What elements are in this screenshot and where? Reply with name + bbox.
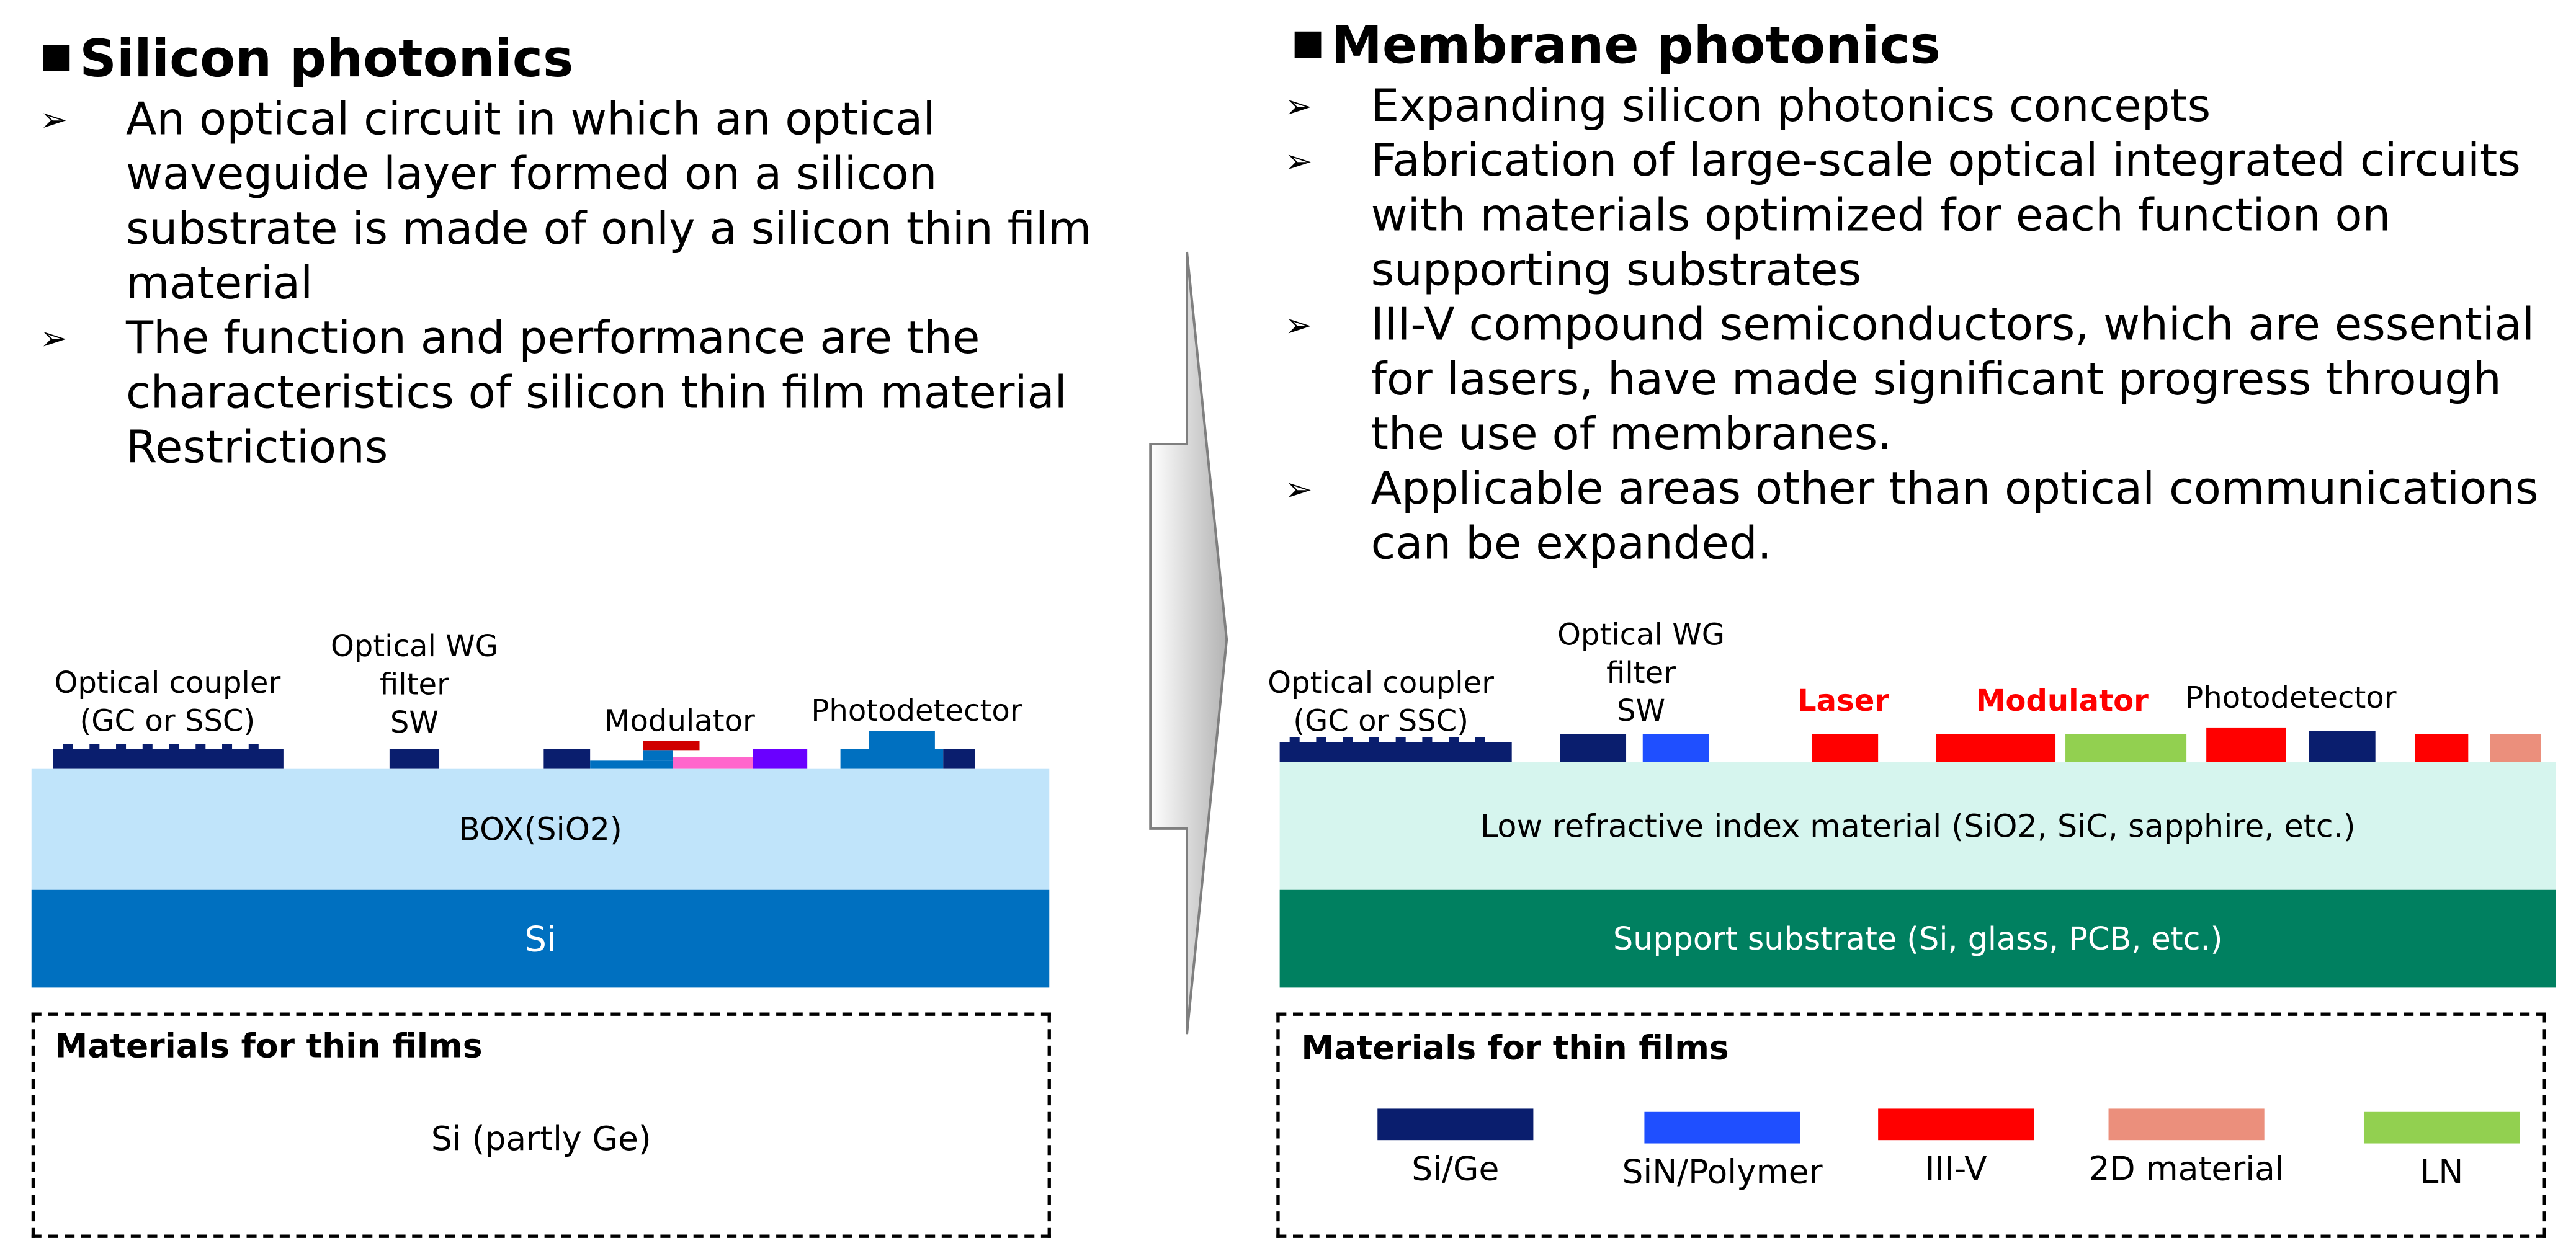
- low-index-layer: Low refractive index material (SiO2, SiC…: [1279, 762, 2556, 890]
- modulator-ln-shape: [2065, 734, 2187, 763]
- iii-v-device-shape: [2415, 734, 2469, 763]
- legend-swatch-iii-v: [1878, 1108, 2034, 1141]
- optical-coupler-label: Optical coupler (GC or SSC): [54, 666, 281, 739]
- box-sio2-label: BOX(SiO2): [458, 811, 622, 848]
- silicon-photonics-title: Silicon photonics: [79, 30, 574, 90]
- modulator-si-shape: [543, 749, 591, 769]
- silicon-photonics-heading: Silicon photonics: [43, 34, 573, 86]
- modulator-label: Modulator: [604, 704, 755, 739]
- optical-wg-filter-label: Optical WG filter SW: [330, 630, 498, 741]
- legend-label-si-ge: Si/Ge: [1411, 1148, 1500, 1188]
- grating-teeth: [1289, 737, 1485, 744]
- silicon-components: [53, 731, 975, 769]
- modulator-violet-shape: [752, 749, 808, 769]
- 2d-material-device-shape: [2490, 734, 2541, 763]
- photodetector-ge-shape: [869, 731, 935, 749]
- si-waveguide-shape: [1560, 734, 1627, 763]
- grating-coupler-shape: [53, 749, 284, 769]
- modulator-pink-shape: [673, 757, 753, 769]
- membrane-photonics-title: Membrane photonics: [1331, 16, 1941, 76]
- waveguide-filter-shape: [389, 749, 440, 769]
- modulator-electrode-shape: [643, 741, 700, 751]
- photodetector-base-shape: [840, 749, 944, 769]
- legend-swatch-sin-polymer: [1644, 1111, 1800, 1144]
- square-bullet-icon: [1294, 31, 1322, 58]
- photodetector-label: Photodetector: [811, 694, 1022, 729]
- silicon-materials-box: Materials for thin films Si (partly Ge): [31, 1012, 1051, 1238]
- legend-label-sin-polymer: SiN/Polymer: [1622, 1151, 1823, 1192]
- photodetector-label: Photodetector: [2185, 681, 2397, 716]
- sin-waveguide-shape: [1642, 734, 1709, 763]
- support-substrate-layer: Support substrate (Si, glass, PCB, etc.): [1279, 889, 2556, 988]
- photodetector-iii-v-shape: [2206, 727, 2286, 763]
- bullet-item: Expanding silicon photonics concepts: [1285, 79, 2576, 134]
- membrane-photonics-heading: Membrane photonics: [1294, 20, 1941, 73]
- si-substrate-label: Si: [524, 919, 557, 959]
- materials-title: Materials for thin films: [1301, 1027, 1729, 1067]
- bullet-item: An optical circuit in which an optical w…: [40, 93, 1101, 312]
- laser-label: Laser: [1797, 684, 1890, 719]
- support-substrate-label: Support substrate (Si, glass, PCB, etc.): [1613, 920, 2223, 957]
- bullet-item: Fabrication of large-scale optical integ…: [1285, 134, 2576, 298]
- modulator-core-shape: [643, 750, 673, 761]
- optical-coupler-label: Optical coupler (GC or SSC): [1268, 666, 1495, 739]
- modulator-thin-si-shape: [590, 760, 673, 769]
- photodetector-ge-shape: [2309, 731, 2376, 763]
- legend-label-ln: LN: [2420, 1151, 2464, 1192]
- legend-label-iii-v: III-V: [1925, 1148, 1987, 1188]
- si-substrate-layer: Si: [31, 889, 1050, 988]
- silicon-photonics-bullets: An optical circuit in which an optical w…: [40, 93, 1101, 476]
- legend-swatch-si-ge: [1377, 1108, 1534, 1141]
- materials-content: Si (partly Ge): [431, 1118, 651, 1159]
- membrane-materials-box: Materials for thin films Si/Ge SiN/Polym…: [1276, 1012, 2546, 1238]
- legend-swatch-2d-material: [2108, 1108, 2265, 1141]
- grating-teeth: [63, 744, 259, 751]
- optical-wg-filter-label: Optical WG filter SW: [1557, 618, 1725, 729]
- bullet-item: The function and performance are the cha…: [40, 311, 1101, 476]
- membrane-components: [1279, 727, 2541, 763]
- membrane-photonics-bullets: Expanding silicon photonics concepts Fab…: [1285, 79, 2576, 572]
- modulator-label: Modulator: [1975, 684, 2149, 719]
- box-sio2-layer: BOX(SiO2): [31, 768, 1050, 890]
- low-index-label: Low refractive index material (SiO2, SiC…: [1480, 808, 2356, 845]
- legend-label-2d-material: 2D material: [2088, 1148, 2284, 1188]
- bullet-item: Applicable areas other than optical comm…: [1285, 462, 2576, 571]
- square-bullet-icon: [43, 45, 70, 71]
- laser-shape: [1812, 734, 1879, 763]
- legend-swatch-ln: [2363, 1111, 2520, 1144]
- photodetector-si-shape: [943, 749, 975, 769]
- modulator-iii-v-shape: [1936, 734, 2056, 763]
- materials-title: Materials for thin films: [55, 1025, 483, 1066]
- transition-arrow-icon: [1149, 251, 1228, 1035]
- grating-coupler-shape: [1279, 742, 1512, 763]
- bullet-item: III-V compound semiconductors, which are…: [1285, 298, 2576, 463]
